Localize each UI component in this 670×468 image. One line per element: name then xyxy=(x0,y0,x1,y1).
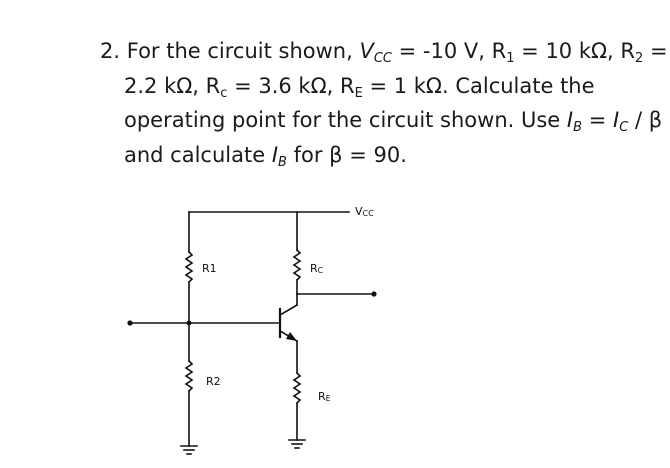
problem-text: = 3.6 kΩ, R xyxy=(227,73,355,98)
problem-number: 2. xyxy=(100,39,121,63)
r2-subscript: 2 xyxy=(635,51,644,66)
r1-resistor xyxy=(184,250,194,284)
problem-line-2: 2.2 kΩ, Rc = 3.6 kΩ, RE = 1 kΩ. Calculat… xyxy=(100,69,650,104)
ib-symbol: I xyxy=(566,108,574,132)
emitter-arrow-icon xyxy=(286,332,297,341)
r2-resistor xyxy=(184,359,194,393)
re-subscript: E xyxy=(354,85,363,101)
rc-resistor xyxy=(292,248,302,282)
ic-subscript: C xyxy=(619,120,629,135)
problem-text: / β xyxy=(628,108,663,132)
problem-line-4: and calculate IB for β = 90. xyxy=(100,138,650,173)
re-resistor xyxy=(292,371,302,405)
problem-text: For the circuit shown, xyxy=(126,39,360,63)
problem-text: = 1 kΩ. Calculate the xyxy=(362,73,595,98)
ic-symbol: I xyxy=(612,108,620,132)
problem-text: and calculate xyxy=(124,142,272,167)
vcc-label: VCC xyxy=(355,205,374,218)
problem-text: operating point for the circuit shown. U… xyxy=(124,108,567,132)
vcc-symbol: V xyxy=(359,39,374,63)
re-label: RE xyxy=(318,390,331,403)
collector-lead xyxy=(278,303,299,317)
problem-statement: 2. For the circuit shown, VCC = -10 V, R… xyxy=(100,34,668,173)
ib-subscript: B xyxy=(278,154,287,170)
vcc-subscript: CC xyxy=(373,51,392,66)
problem-text: = xyxy=(643,39,668,63)
r2-label: R2 xyxy=(206,375,221,388)
r1-subscript: 1 xyxy=(506,51,515,66)
ib-symbol: I xyxy=(271,142,279,167)
problem-text: for β = 90. xyxy=(286,142,407,167)
problem-line-3: operating point for the circuit shown. U… xyxy=(100,103,662,138)
junction-dot xyxy=(186,320,192,326)
problem-text: 2.2 kΩ, R xyxy=(124,73,221,98)
r1-label: R1 xyxy=(202,262,217,275)
input-terminal xyxy=(127,320,133,326)
problem-text: = -10 V, R xyxy=(391,39,507,63)
output-terminal xyxy=(371,291,377,297)
rc-subscript: c xyxy=(220,85,228,101)
problem-text: = 10 kΩ, R xyxy=(514,39,635,63)
ib-subscript: B xyxy=(573,120,583,135)
problem-line-1: 2. For the circuit shown, VCC = -10 V, R… xyxy=(100,34,668,69)
problem-text: = xyxy=(582,108,613,132)
rc-label: RC xyxy=(310,262,324,275)
